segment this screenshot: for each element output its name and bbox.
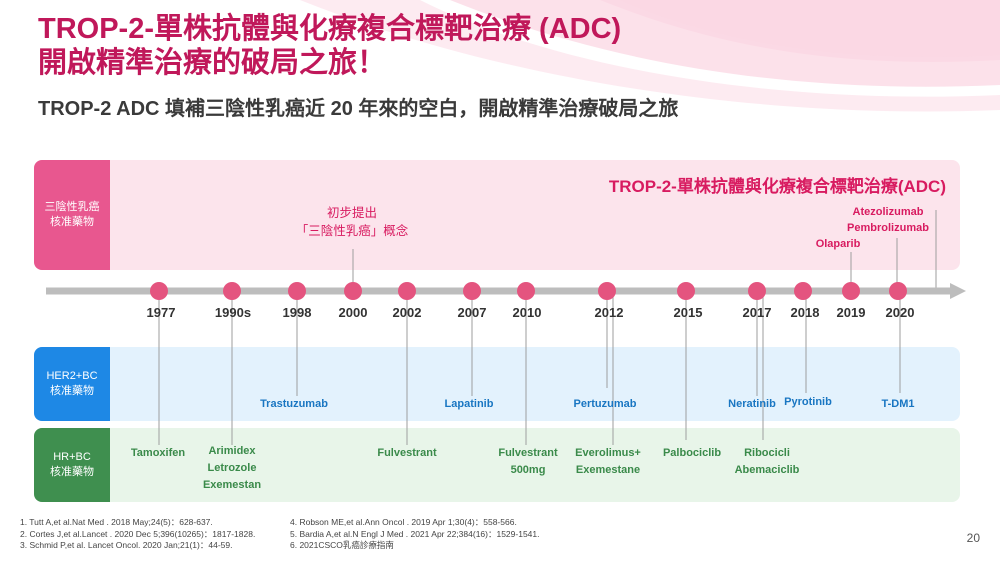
reference-6: 6. 2021CSCO乳癌診療指南 xyxy=(290,540,394,550)
references-right: 4. Robson ME,et al.Ann Oncol . 2019 Apr … xyxy=(290,517,540,552)
reference-5: 5. Bardia A,et al.N Engl J Med . 2021 Ap… xyxy=(290,528,540,539)
dot-1990s xyxy=(223,282,241,300)
year-2018: 2018 xyxy=(790,305,820,320)
hr-band xyxy=(34,428,960,502)
drug-everolimus-line2: Exemestane xyxy=(575,464,641,476)
drug-pyrotinib: Pyrotinib xyxy=(784,396,832,408)
year-2010: 2010 xyxy=(512,305,542,320)
dot-2002 xyxy=(398,282,416,300)
concept-line2: 「三陰性乳癌」概念 xyxy=(295,224,409,238)
drug-fulvestrant-500-line2: 500mg xyxy=(510,464,546,476)
reference-1: 1. Tutt A,et al.Nat Med . 2018 May;24(5)… xyxy=(20,517,213,527)
drug-fulvestrant: Fulvestrant xyxy=(377,447,437,459)
drug-tamoxifen: Tamoxifen xyxy=(130,447,186,459)
year-2015: 2015 xyxy=(673,305,703,320)
dot-2000 xyxy=(344,282,362,300)
drug-exemestan: Exemestan xyxy=(202,479,262,491)
drug-trastuzumab: Trastuzumab xyxy=(260,398,328,410)
drug-atezolizumab: Atezolizumab xyxy=(852,206,924,218)
tnbc-band-title: TROP-2-單株抗體與化療複合標靶治療(ADC) xyxy=(608,177,946,196)
drug-lapatinib: Lapatinib xyxy=(444,398,494,410)
tnbc-band xyxy=(34,160,960,270)
timeline-arrowhead xyxy=(950,283,966,299)
tnbc-concept-note: 初步提出 「三陰性乳癌」概念 xyxy=(292,204,412,240)
year-1990s: 1990s xyxy=(214,305,252,320)
drug-ribocicli: Ribocicli xyxy=(744,447,790,459)
concept-line1: 初步提出 xyxy=(326,206,377,220)
drug-olaparib: Olaparib xyxy=(815,238,861,250)
drug-letrozole: Letrozole xyxy=(207,462,257,474)
year-2002: 2002 xyxy=(392,305,422,320)
her2-band-label: HER2+BC 核准藥物 xyxy=(34,347,110,421)
slide-title-line2: 開啟精準治療的破局之旅！ xyxy=(38,47,387,79)
dot-2019 xyxy=(842,282,860,300)
hr-band-label: HR+BC 核准藥物 xyxy=(34,428,110,502)
year-2020: 2020 xyxy=(885,305,915,320)
dot-2007 xyxy=(463,282,481,300)
reference-3: 3. Schmid P,et al. Lancet Oncol. 2020 Ja… xyxy=(20,540,233,550)
references-left: 1. Tutt A,et al.Nat Med . 2018 May;24(5)… xyxy=(20,517,255,552)
drug-abemaciclib: Abemaciclib xyxy=(734,464,800,476)
drug-pembrolizumab: Pembrolizumab xyxy=(847,222,929,234)
header-wave-decoration xyxy=(300,0,1000,112)
year-2012: 2012 xyxy=(594,305,624,320)
drug-fulvestrant-500-line1: Fulvestrant xyxy=(498,447,558,459)
dot-1998 xyxy=(288,282,306,300)
year-2019: 2019 xyxy=(836,305,866,320)
dot-2017 xyxy=(748,282,766,300)
dot-2012 xyxy=(598,282,616,300)
year-1977: 1977 xyxy=(146,305,176,320)
tnbc-band-label: 三陰性乳癌 核准藥物 xyxy=(34,160,110,270)
page-number: 20 xyxy=(966,531,980,545)
dot-2015 xyxy=(677,282,695,300)
drug-arimidex: Arimidex xyxy=(208,445,256,457)
dot-2018 xyxy=(794,282,812,300)
dot-1977 xyxy=(150,282,168,300)
slide-subtitle: TROP-2 ADC 填補三陰性乳癌近 20 年來的空白，開啟精準治療破局之旅 xyxy=(38,98,679,120)
dot-2010 xyxy=(517,282,535,300)
year-2007: 2007 xyxy=(457,305,487,320)
slide-title-line1: TROP-2-單株抗體與化療複合標靶治療 (ADC) xyxy=(38,13,622,45)
reference-4: 4. Robson ME,et al.Ann Oncol . 2019 Apr … xyxy=(290,517,517,527)
drug-tdm1: T-DM1 xyxy=(881,398,915,410)
drug-palbociclib: Palbociclib xyxy=(662,447,722,459)
year-2017: 2017 xyxy=(742,305,772,320)
year-2000: 2000 xyxy=(338,305,368,320)
drug-pertuzumab: Pertuzumab xyxy=(573,398,637,410)
dot-2020 xyxy=(889,282,907,300)
drug-neratinib: Neratinib xyxy=(728,398,776,410)
year-1998: 1998 xyxy=(282,305,312,320)
drug-everolimus-line1: Everolimus+ xyxy=(575,447,641,459)
reference-2: 2. Cortes J,et al.Lancet . 2020 Dec 5;39… xyxy=(20,528,256,539)
